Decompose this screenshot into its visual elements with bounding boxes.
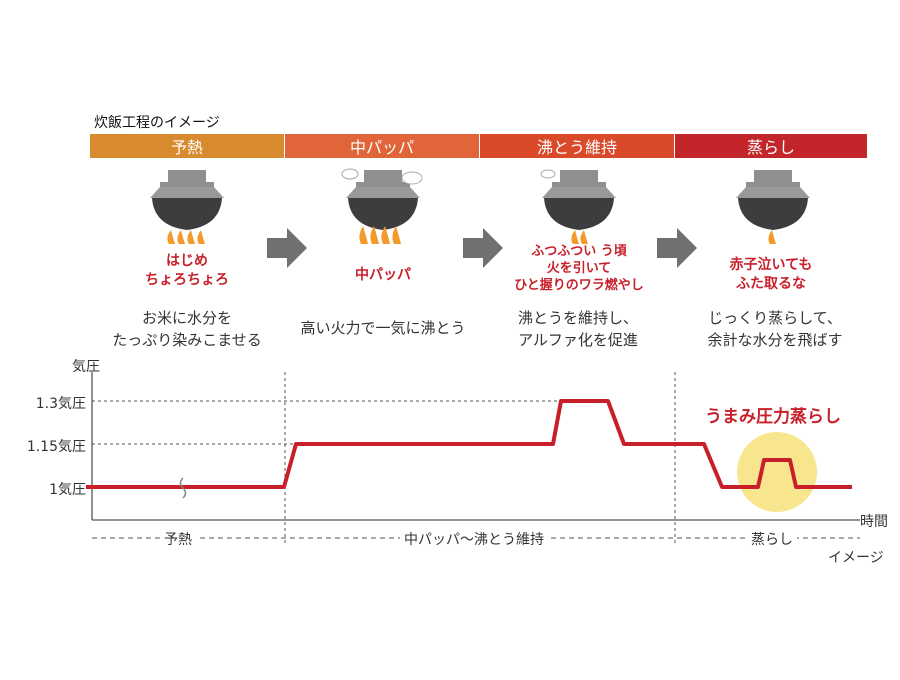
stage-bar-preheat: 予熱 <box>90 134 284 158</box>
pot-icon <box>736 170 810 244</box>
stage-description: じっくり蒸らして、 余計な水分を飛ばす <box>707 309 843 349</box>
stage-description: 高い火力で一気に沸とう <box>300 319 466 337</box>
diagram-title: 炊飯工程のイメージ <box>94 115 220 131</box>
break-mark-icon <box>179 477 187 499</box>
highlight-circle <box>737 432 817 512</box>
image-note: イメージ <box>828 550 884 566</box>
heat-saying: ふつふつい う頃 火を引いて ひと握りのワラ燃やし <box>514 244 644 293</box>
stage-description: お米に水分を たっぷり染みこませる <box>112 309 262 349</box>
pot-icon <box>150 170 224 244</box>
y-axis-label: 気圧 <box>72 359 100 375</box>
x-axis-label: 時間 <box>860 514 888 530</box>
phase-label: 蒸らし <box>747 529 797 549</box>
stage-description: 沸とうを維持し、 アルファ化を促進 <box>517 309 638 349</box>
stage-label: 沸とう維持 <box>536 138 617 157</box>
y-tick-label: 1.3気圧 <box>35 396 86 412</box>
heat-saying: はじめ ちょろちょろ <box>145 253 229 288</box>
y-tick-label: 1気圧 <box>49 482 86 498</box>
stage-bar-boil-keep: 沸とう維持 <box>480 134 674 158</box>
heat-saying: 赤子泣いても ふた取るな <box>729 257 813 292</box>
stage-label: 蒸らし <box>746 138 795 157</box>
phase-label: 予熱 <box>160 529 196 549</box>
y-tick-label: 1.15気圧 <box>26 439 86 455</box>
next-arrow-icon <box>267 228 307 268</box>
stage-bar-steam: 蒸らし <box>675 134 867 158</box>
annotation: うまみ圧力蒸らし <box>705 407 841 427</box>
pressure-line <box>86 399 852 489</box>
phase-label: 中パッパ〜沸とう維持 <box>400 529 548 549</box>
next-arrow-icon <box>463 228 503 268</box>
steaming-pot-icon <box>341 168 423 244</box>
steaming-pot-icon <box>540 169 616 244</box>
stage-bar-high-heat: 中パッパ <box>285 134 479 158</box>
stage-label: 予熱 <box>170 138 203 157</box>
next-arrow-icon <box>657 228 697 268</box>
stage-label: 中パッパ <box>349 138 414 157</box>
heat-saying: 中パッパ <box>355 267 411 283</box>
